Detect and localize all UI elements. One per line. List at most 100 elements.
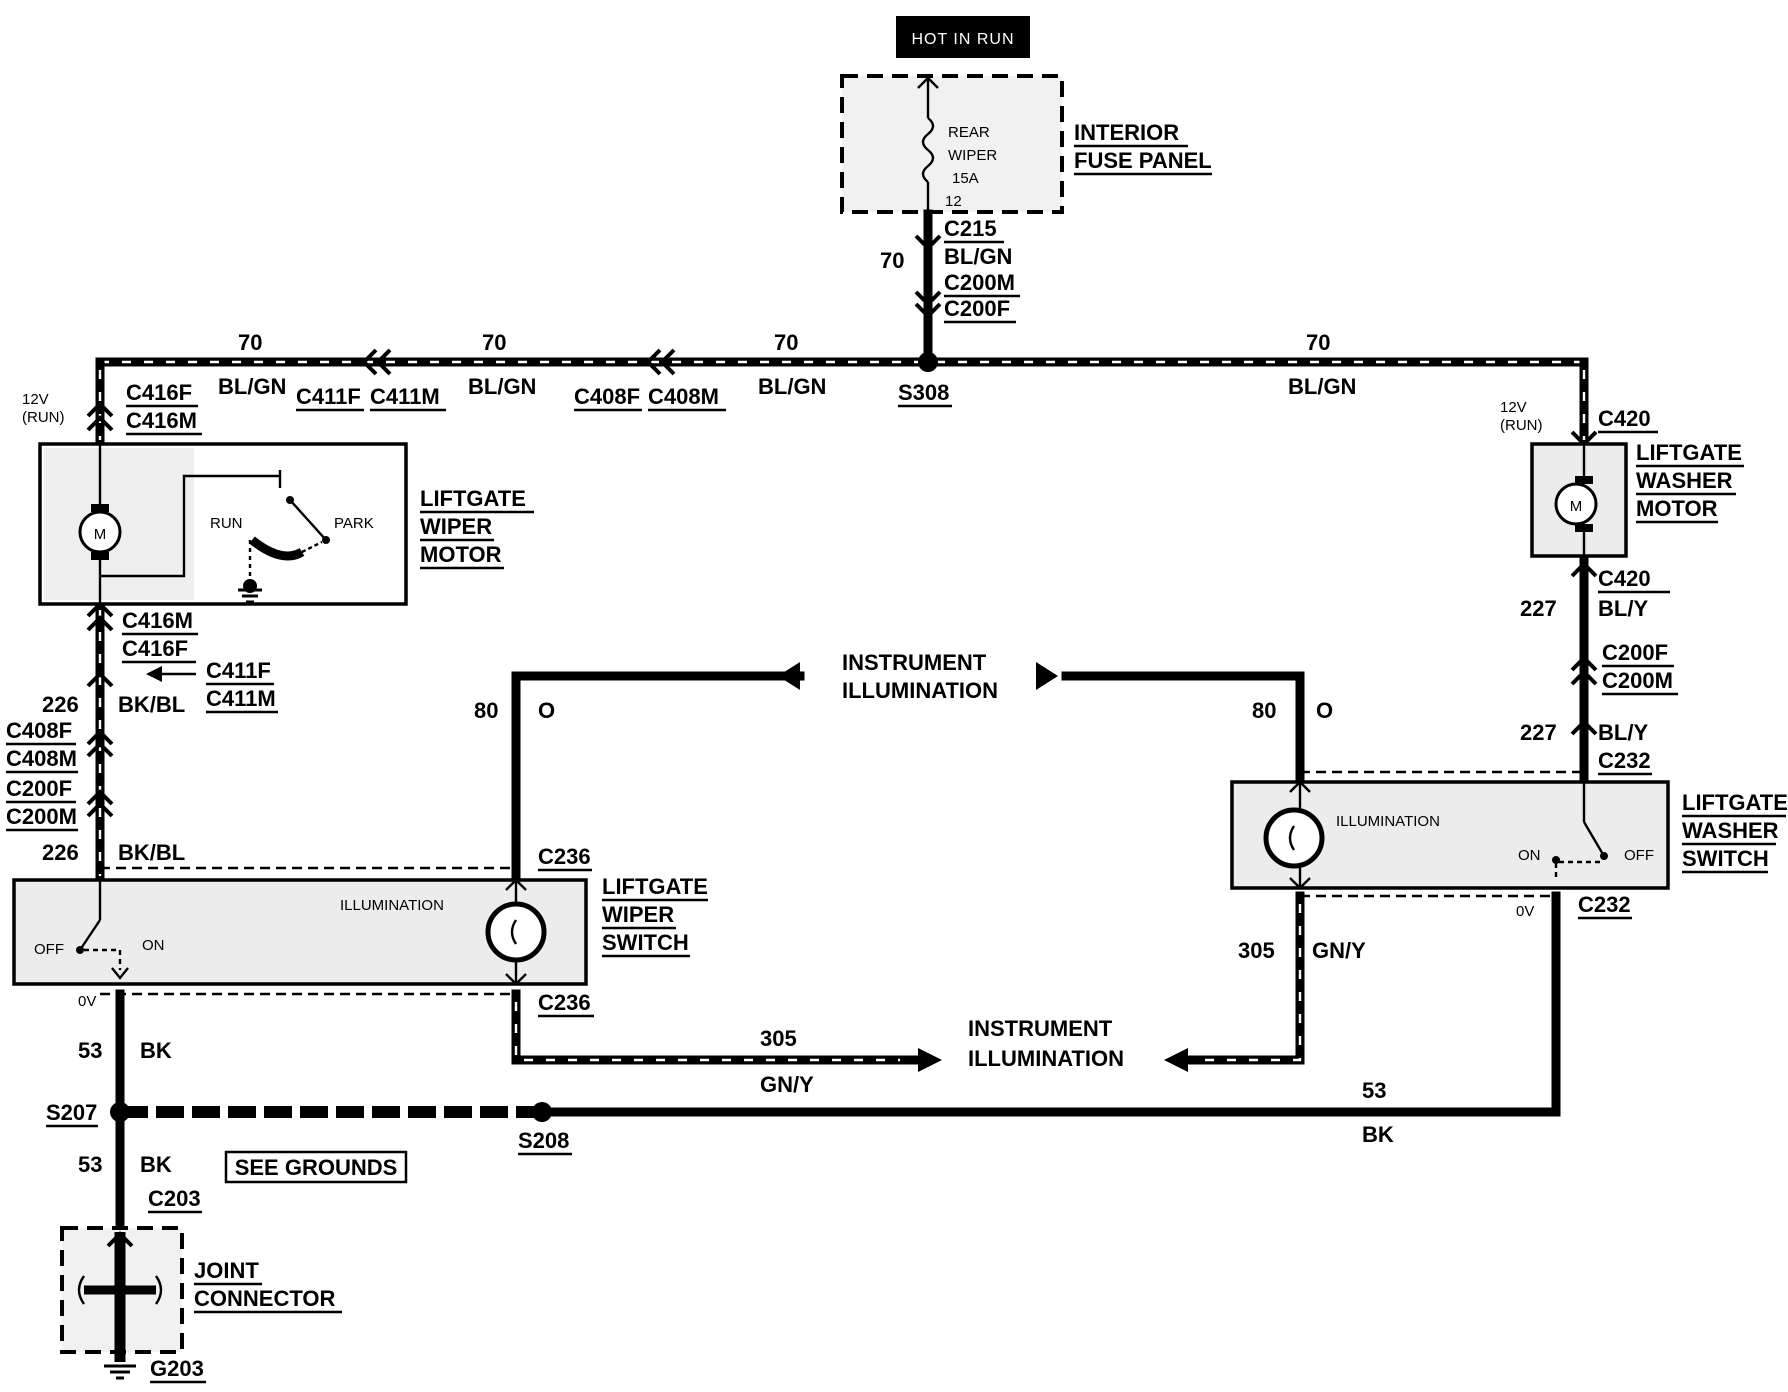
labels: 70 C215 BL/GN C200M C200F 70 70 70 70 BL…	[6, 216, 1788, 1384]
svg-text:WIPER: WIPER	[602, 902, 674, 927]
svg-text:80: 80	[474, 698, 498, 723]
svg-text:227: 227	[1520, 596, 1557, 621]
svg-text:0V: 0V	[1516, 903, 1534, 920]
wire-305-left	[511, 989, 925, 1065]
feed-connector-c215: C215	[944, 216, 997, 241]
svg-text:INSTRUMENT: INSTRUMENT	[842, 650, 987, 675]
splice-s308	[918, 352, 938, 372]
svg-text:BL/Y: BL/Y	[1598, 720, 1648, 745]
wire-53-right	[537, 891, 1561, 1117]
svg-text:70: 70	[482, 330, 506, 355]
svg-text:ON: ON	[142, 937, 165, 954]
svg-text:SWITCH: SWITCH	[1682, 846, 1769, 871]
svg-text:INSTRUMENT: INSTRUMENT	[968, 1016, 1113, 1041]
hot-in-run-tag: HOT IN RUN	[896, 16, 1030, 58]
svg-text:C411M: C411M	[370, 384, 440, 409]
fuse-panel-label: INTERIOR FUSE PANEL	[1074, 120, 1212, 176]
svg-text:GN/Y: GN/Y	[760, 1072, 814, 1097]
svg-text:(RUN): (RUN)	[22, 409, 65, 426]
joint-connector	[60, 1226, 184, 1380]
svg-text:80: 80	[1252, 698, 1276, 723]
svg-text:BK/BL: BK/BL	[118, 840, 185, 865]
svg-text:C408F: C408F	[574, 384, 640, 409]
svg-text:MOTOR: MOTOR	[1636, 496, 1718, 521]
svg-text:C408F: C408F	[6, 718, 72, 743]
svg-text:C200M: C200M	[6, 804, 77, 829]
svg-text:REAR: REAR	[948, 124, 990, 141]
svg-text:C232: C232	[1598, 748, 1651, 773]
svg-text:BL/GN: BL/GN	[758, 374, 826, 399]
see-grounds-box: SEE GROUNDS	[224, 1150, 408, 1184]
wires	[95, 209, 1589, 1237]
svg-text:53: 53	[78, 1038, 102, 1063]
splice-s207	[110, 1102, 130, 1122]
arrow-c411-left	[146, 666, 162, 682]
svg-text:M: M	[94, 526, 107, 543]
svg-text:SEE GROUNDS: SEE GROUNDS	[235, 1155, 398, 1180]
svg-text:ON: ON	[1518, 847, 1541, 864]
svg-text:226: 226	[42, 840, 79, 865]
svg-text:CONNECTOR: CONNECTOR	[194, 1286, 335, 1311]
svg-text:12: 12	[945, 193, 962, 210]
svg-text:C420: C420	[1598, 406, 1651, 431]
svg-text:WIPER: WIPER	[420, 514, 492, 539]
svg-text:C411M: C411M	[206, 686, 276, 711]
svg-text:C411F: C411F	[206, 658, 271, 683]
svg-text:BL/GN: BL/GN	[468, 374, 536, 399]
svg-text:RUN: RUN	[210, 515, 243, 532]
svg-text:BL/GN: BL/GN	[218, 374, 286, 399]
feed-connector-c200m: C200M	[944, 270, 1015, 295]
arrow-instrument-top-right	[1036, 662, 1058, 690]
svg-text:C408M: C408M	[6, 746, 77, 771]
svg-text:GN/Y: GN/Y	[1312, 938, 1366, 963]
svg-text:226: 226	[42, 692, 79, 717]
svg-text:G203: G203	[150, 1356, 204, 1381]
svg-text:C420: C420	[1598, 566, 1651, 591]
liftgate-washer-switch: ILLUMINATION ON OFF	[1230, 770, 1670, 898]
svg-text:JOINT: JOINT	[194, 1258, 259, 1283]
svg-text:C416M: C416M	[126, 408, 197, 433]
svg-text:C416M: C416M	[122, 608, 193, 633]
svg-text:BK/BL: BK/BL	[118, 692, 185, 717]
svg-text:WIPER: WIPER	[948, 147, 997, 164]
feed-circuit: 70	[880, 248, 904, 273]
svg-text:BK: BK	[140, 1038, 172, 1063]
svg-text:12V: 12V	[22, 391, 49, 408]
svg-text:HOT IN RUN: HOT IN RUN	[911, 31, 1014, 48]
svg-text:C411F: C411F	[296, 384, 361, 409]
svg-text:WASHER: WASHER	[1636, 468, 1733, 493]
svg-text:305: 305	[760, 1026, 797, 1051]
liftgate-wiper-switch: ILLUMINATION OFF ON	[12, 866, 588, 996]
svg-text:12V: 12V	[1500, 399, 1527, 416]
svg-text:305: 305	[1238, 938, 1275, 963]
svg-text:WASHER: WASHER	[1682, 818, 1779, 843]
svg-text:BK: BK	[140, 1152, 172, 1177]
svg-text:S308: S308	[898, 380, 949, 405]
svg-text:LIFTGATE: LIFTGATE	[1682, 790, 1788, 815]
svg-text:BK: BK	[1362, 1122, 1394, 1147]
interior-fuse-panel: REAR WIPER 15A 12	[840, 74, 1064, 214]
svg-text:C200F: C200F	[1602, 640, 1668, 665]
svg-text:LIFTGATE: LIFTGATE	[1636, 440, 1742, 465]
svg-text:53: 53	[1362, 1078, 1386, 1103]
svg-text:ILLUMINATION: ILLUMINATION	[842, 678, 998, 703]
svg-text:OFF: OFF	[1624, 847, 1654, 864]
svg-text:S208: S208	[518, 1128, 569, 1153]
arrows	[146, 662, 1188, 1072]
wire-305-right	[1181, 891, 1305, 1065]
svg-text:70: 70	[1306, 330, 1330, 355]
svg-text:BL/GN: BL/GN	[1288, 374, 1356, 399]
svg-text:(RUN): (RUN)	[1500, 417, 1543, 434]
arrow-instrument-bottom-left	[918, 1048, 942, 1072]
svg-text:C200M: C200M	[1602, 668, 1673, 693]
svg-text:227: 227	[1520, 720, 1557, 745]
feed-color: BL/GN	[944, 244, 1012, 269]
svg-text:C416F: C416F	[126, 380, 192, 405]
liftgate-washer-motor: M	[1530, 442, 1628, 558]
svg-text:OFF: OFF	[34, 941, 64, 958]
svg-text:SWITCH: SWITCH	[602, 930, 689, 955]
svg-text:PARK: PARK	[334, 515, 374, 532]
svg-text:53: 53	[78, 1152, 102, 1177]
svg-text:C408M: C408M	[648, 384, 719, 409]
